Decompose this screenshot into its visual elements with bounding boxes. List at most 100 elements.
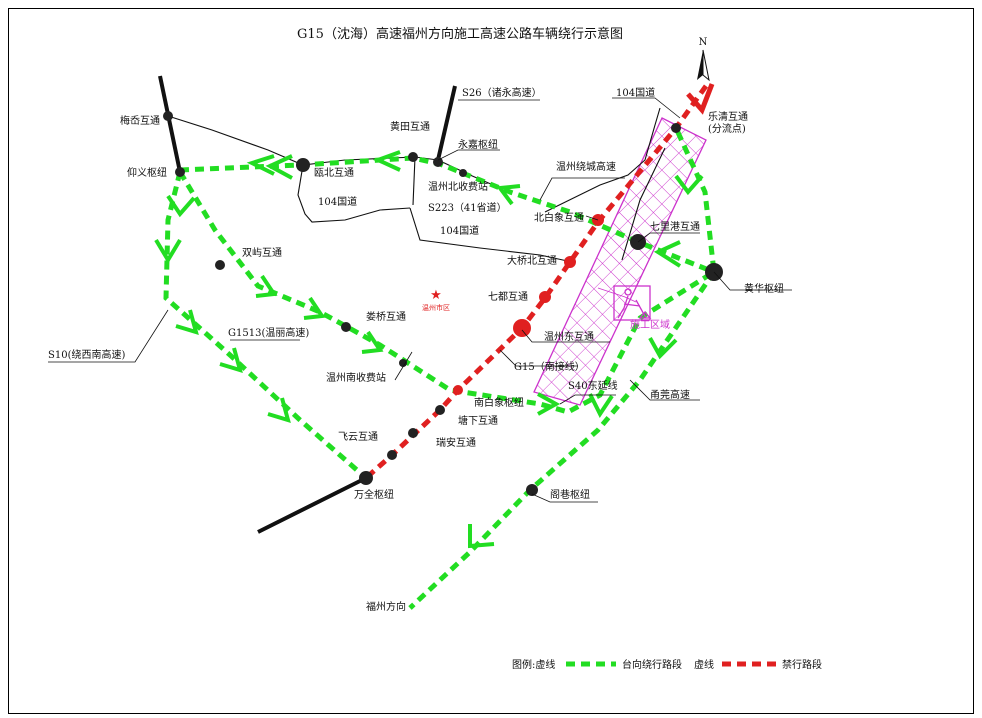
leader-beibaixiang	[585, 215, 599, 221]
label-yongjia: 永嘉枢纽	[458, 138, 498, 151]
label-s26: S26（诸永高速）	[462, 86, 542, 99]
leader-ring	[539, 177, 625, 201]
legend-closed-prefix: 虚线	[694, 658, 714, 671]
arrow-se-6	[267, 397, 291, 423]
label-fuzhou: 福州方向	[366, 600, 406, 613]
label-meiao: 梅岙互通	[120, 114, 160, 127]
label-s10: S10(绕西南高速)	[48, 348, 125, 361]
label-s40: S40东延线	[568, 379, 618, 392]
arrow-down-5	[648, 337, 678, 360]
leader-yongjia	[437, 149, 500, 161]
leader-wznan	[394, 351, 413, 381]
label-shuangyu: 双屿互通	[242, 247, 282, 259]
label-gexiang: 阁巷枢纽	[550, 488, 590, 501]
leader-g15-south	[499, 349, 578, 367]
node-yueqing	[671, 123, 681, 133]
label-104-east: 104国道	[616, 86, 655, 99]
north-arrow: N	[697, 37, 710, 82]
legend-prefix: 图例:虚线	[512, 658, 555, 671]
label-split-point: (分流点)	[708, 122, 746, 135]
city-star-icon: ★	[430, 288, 442, 303]
north-label: N	[699, 37, 708, 48]
label-g15-south: G15（南接线）	[514, 360, 585, 373]
node-yangyi	[175, 167, 185, 177]
label-qidu: 七都互通	[488, 291, 528, 303]
detour-north	[179, 155, 715, 275]
leader-104-east	[612, 97, 681, 119]
label-s223: S223（41省道）	[428, 201, 507, 214]
node-daqiaobei	[564, 256, 576, 268]
arrow-se-4	[175, 309, 199, 335]
arrow-down-2	[166, 194, 196, 218]
label-feiyun: 飞云互通	[338, 431, 378, 443]
highway-southwest	[257, 476, 367, 534]
detour-arrows	[154, 150, 704, 549]
label-oubei: 瓯北互通	[314, 167, 354, 179]
place-labels: 梅岙互通 仰义枢纽 瓯北互通 黄田互通 永嘉枢纽 温州北收费站 S223（41省…	[48, 86, 784, 613]
label-yueqing: 乐清互通	[708, 110, 748, 123]
leader-qiligang	[637, 232, 700, 243]
worker-pile	[638, 310, 652, 319]
leader-huanghua	[713, 271, 792, 291]
node-wznan-toll	[399, 359, 407, 367]
label-daqiaobei: 大桥北互通	[507, 254, 557, 267]
label-huanghua: 黄华枢纽	[744, 282, 784, 295]
north-arrow-left	[697, 50, 703, 80]
node-shuangyu	[215, 260, 225, 270]
worker-body	[617, 295, 629, 319]
detour-s10	[163, 171, 368, 480]
node-wzdong	[513, 319, 531, 337]
arrow-west-3	[246, 154, 275, 176]
arrow-se-2	[303, 296, 326, 320]
construction-zone	[533, 117, 707, 406]
leader-s10	[48, 309, 169, 363]
label-city: 温州市区	[422, 303, 450, 312]
arrow-west-1	[265, 154, 293, 180]
node-oubei	[296, 158, 310, 172]
arrow-west-2	[372, 150, 401, 172]
worker-shovel	[635, 299, 647, 319]
highway-north-west	[158, 75, 182, 173]
north-arrow-right	[702, 49, 710, 82]
arrow-se-3	[361, 330, 384, 354]
arrow-west-4	[653, 240, 682, 268]
label-leaders	[48, 97, 792, 503]
node-ruian	[408, 428, 418, 438]
map-title: G15（沈海）高速福州方向施工高速公路车辆绕行示意图	[297, 26, 623, 42]
label-qiligang: 七里港互通	[650, 221, 700, 233]
label-tangxia: 塘下互通	[458, 414, 498, 427]
road-ring-east	[621, 147, 666, 261]
node-tangxia	[435, 405, 445, 415]
arrow-se-1	[255, 274, 278, 298]
label-wznan-toll: 温州南收费站	[326, 371, 386, 384]
node-yongjia	[433, 157, 443, 167]
label-nanbaixiang: 南白象枢纽	[474, 396, 524, 409]
worker-sign-box	[613, 285, 651, 321]
node-wzbei-toll	[459, 169, 467, 177]
node-qidu	[539, 291, 551, 303]
leader-yongguan	[629, 379, 700, 401]
arrow-se-5	[219, 347, 243, 373]
label-104-south: 104国道	[440, 224, 479, 237]
arrow-down-4	[588, 393, 614, 418]
label-louqiao: 娄桥互通	[366, 310, 406, 323]
label-yangyi: 仰义枢纽	[127, 166, 167, 179]
node-gexiang	[526, 484, 538, 496]
road-104-west	[297, 164, 411, 223]
detour-east-loop	[177, 126, 717, 415]
zone-leader-line	[597, 287, 637, 303]
closed-arrow	[686, 83, 715, 115]
arrow-sw-1	[468, 524, 495, 549]
map-frame	[8, 8, 974, 714]
node-huangtian	[408, 152, 418, 162]
legend: 图例:虚线 台向绕行路段 虚线 禁行路段	[512, 658, 822, 671]
worker-head	[624, 288, 632, 296]
label-zone: 施工区域	[630, 318, 670, 331]
legend-detour: 台向绕行路段	[622, 658, 682, 671]
arrow-east-1	[537, 392, 561, 416]
legend-closed: 禁行路段	[782, 658, 822, 671]
leader-wzdong	[521, 329, 610, 343]
leader-gexiang	[531, 493, 598, 503]
arrow-west-5	[496, 184, 521, 206]
label-ruian: 瑞安互通	[436, 436, 476, 449]
